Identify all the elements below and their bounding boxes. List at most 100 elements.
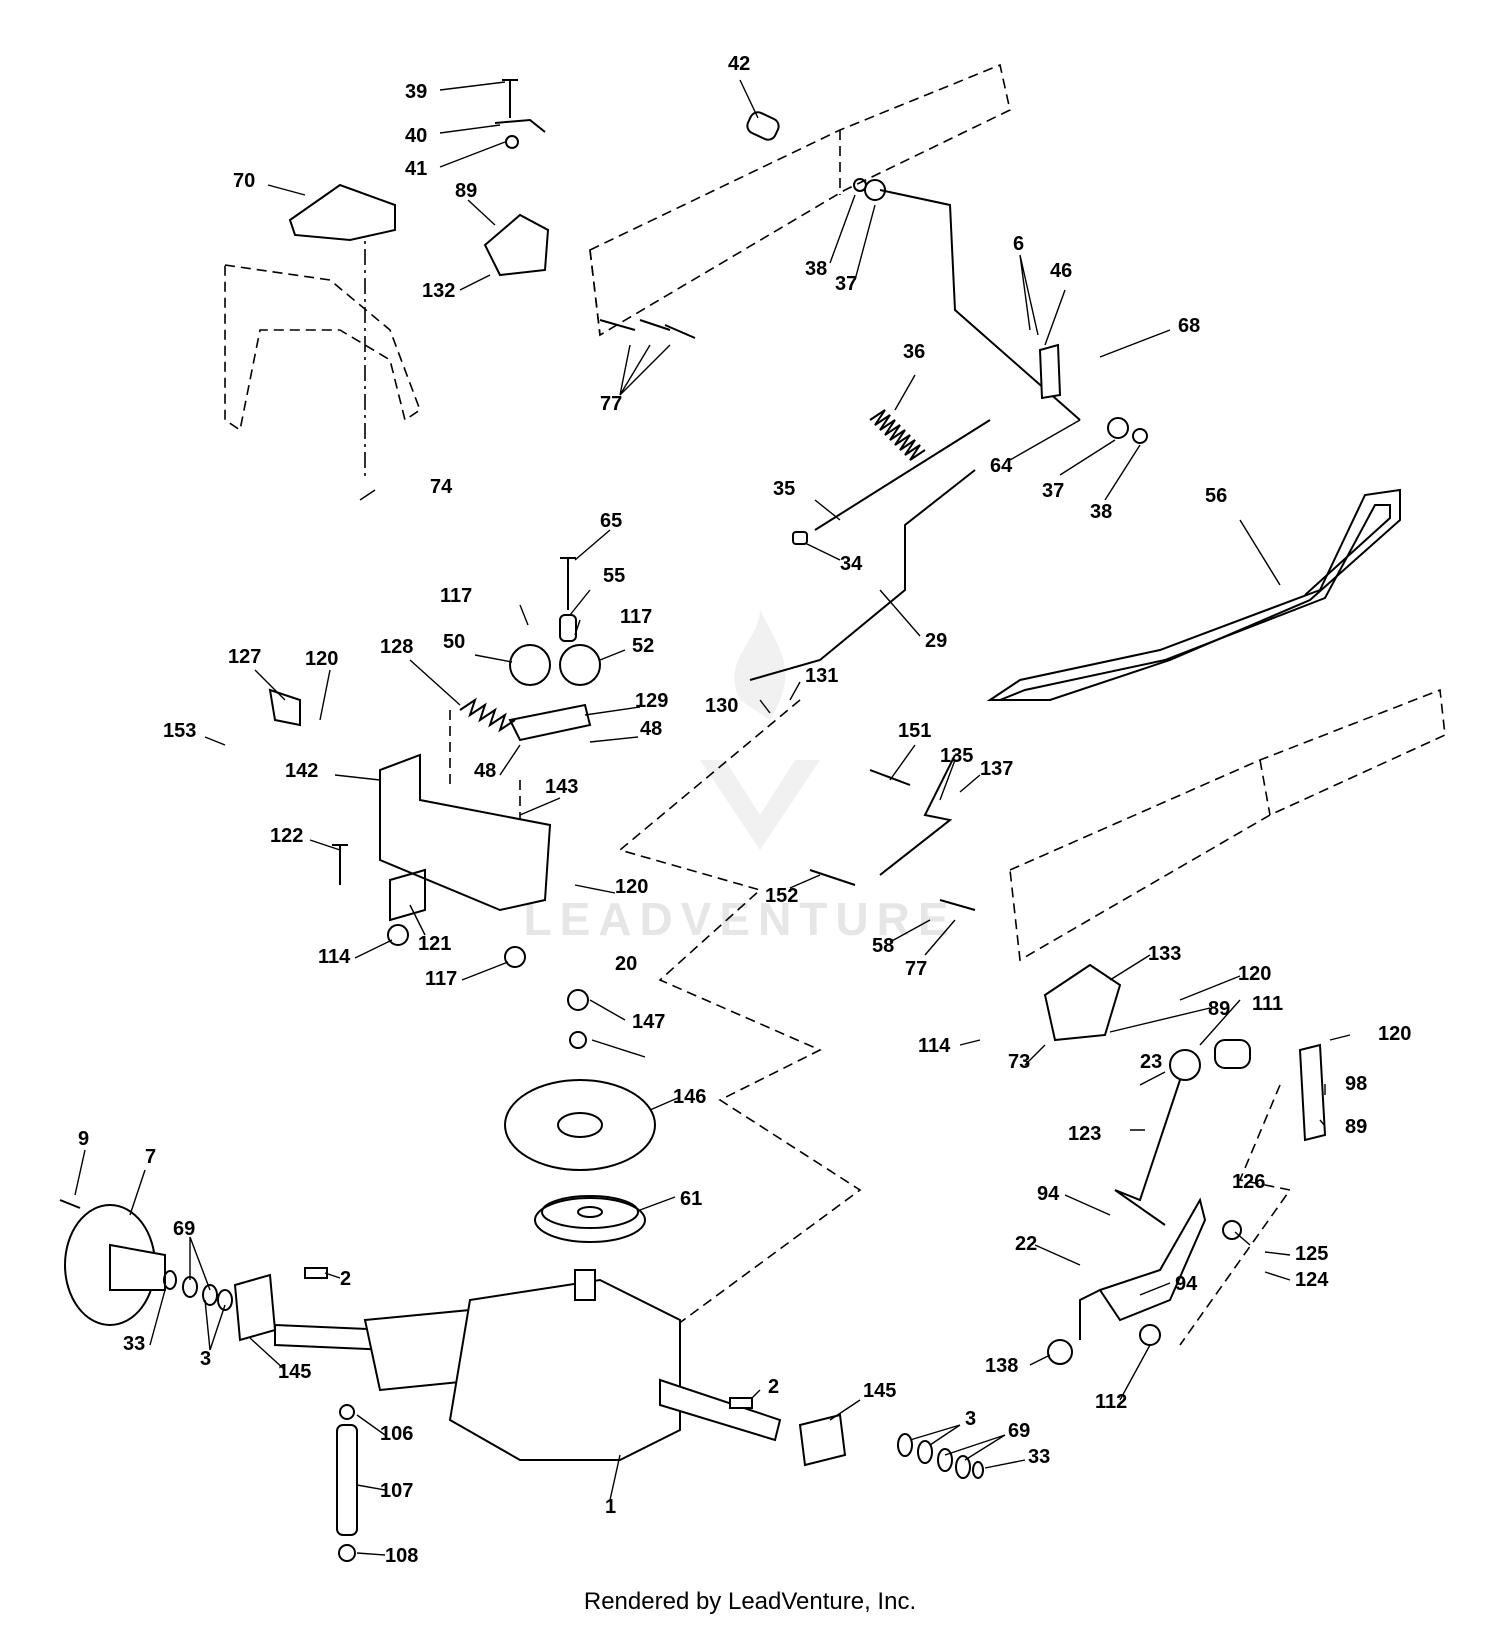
label-35: 35 <box>773 478 795 500</box>
part-34-bushing <box>792 531 808 545</box>
routing-lines <box>364 220 1292 1346</box>
part-138-washer <box>1047 1339 1073 1365</box>
part-106-nut <box>339 1404 355 1420</box>
label-7: 7 <box>145 1146 156 1168</box>
part-56-belt-inner <box>999 504 1391 701</box>
part-135-link <box>879 754 956 876</box>
label-123: 123 <box>1068 1123 1101 1145</box>
part-133-plate <box>1043 963 1122 1042</box>
part-38-washer <box>853 178 867 192</box>
part-29-rod <box>749 469 976 681</box>
label-114b: 114 <box>918 1035 951 1057</box>
part-55-spacer <box>559 614 577 642</box>
part-145-spacer-left <box>233 1273 277 1342</box>
label-6: 6 <box>1013 233 1024 255</box>
label-121: 121 <box>418 933 451 955</box>
part-151-bolt <box>869 769 911 786</box>
label-37: 37 <box>835 273 857 295</box>
part-37-washer-b <box>1107 417 1129 439</box>
label-22: 22 <box>1015 1233 1037 1255</box>
washers-left <box>163 1270 233 1311</box>
part-50-pulley <box>509 644 551 686</box>
part-132-bracket <box>483 213 550 277</box>
leader-lines <box>74 79 1351 1556</box>
part-111-bushing <box>1214 1039 1251 1069</box>
label-56: 56 <box>1205 485 1227 507</box>
label-143: 143 <box>545 776 578 798</box>
part-52-pulley <box>559 644 601 686</box>
label-120c: 120 <box>1238 963 1271 985</box>
label-69b: 69 <box>1008 1420 1030 1442</box>
frame-rail-upper <box>224 63 1011 432</box>
part-152-bolt <box>809 869 856 886</box>
part-70-cover <box>288 183 396 242</box>
label-3b: 3 <box>965 1408 976 1430</box>
part-64-shaft <box>879 189 1081 421</box>
label-117c: 117 <box>425 968 457 990</box>
label-125: 125 <box>1295 1243 1328 1265</box>
label-46: 46 <box>1050 260 1072 282</box>
label-77b: 77 <box>905 958 927 980</box>
part-145-spacer-right <box>798 1413 847 1467</box>
label-40: 40 <box>405 125 427 147</box>
label-145a: 145 <box>278 1361 311 1383</box>
callout-labels: 39 40 41 42 70 89 132 77 38 37 6 46 68 3… <box>78 53 1411 1567</box>
label-111: 111 <box>1252 993 1283 1015</box>
part-22-lever <box>1098 1197 1207 1322</box>
label-23: 23 <box>1140 1051 1162 1073</box>
label-146: 146 <box>673 1086 706 1108</box>
label-29: 29 <box>925 630 947 652</box>
part-142-bracket <box>379 753 552 912</box>
label-137: 137 <box>980 758 1013 780</box>
label-64: 64 <box>990 455 1013 477</box>
label-65: 65 <box>600 510 622 532</box>
part-129-plate <box>508 703 592 742</box>
label-61: 61 <box>680 1188 702 1210</box>
label-133: 133 <box>1148 943 1181 965</box>
part-58-bolt <box>939 899 976 911</box>
watermark-text: LEADVENTURE <box>523 893 956 945</box>
part-147-washer <box>569 1031 587 1049</box>
part-127-pin <box>268 688 301 727</box>
label-117b: 117 <box>620 606 652 628</box>
label-69a: 69 <box>173 1218 195 1240</box>
label-129: 129 <box>635 690 668 712</box>
label-120d: 120 <box>1378 1023 1411 1045</box>
part-112-washer <box>1139 1324 1161 1346</box>
part-107-rod <box>336 1424 358 1536</box>
label-128: 128 <box>380 636 413 658</box>
label-38b: 38 <box>1090 501 1112 523</box>
part-65-bolt <box>560 557 576 610</box>
label-108: 108 <box>385 1545 418 1567</box>
watermark-logo <box>700 610 820 850</box>
label-94b: 94 <box>1175 1273 1198 1295</box>
label-42: 42 <box>728 53 750 75</box>
part-46-bracket <box>1038 343 1062 400</box>
frame-rail-lower <box>1009 688 1446 962</box>
label-124: 124 <box>1295 1269 1329 1291</box>
label-70: 70 <box>233 170 255 192</box>
label-55: 55 <box>603 565 625 587</box>
label-41: 41 <box>405 158 427 180</box>
label-120a: 120 <box>305 648 338 670</box>
label-151: 151 <box>898 720 931 742</box>
label-9: 9 <box>78 1128 89 1150</box>
label-50: 50 <box>443 631 465 653</box>
label-122: 122 <box>270 825 303 847</box>
part-77-bolts <box>599 319 696 339</box>
part-42-bushing <box>746 111 780 141</box>
part-9-bolt <box>59 1199 81 1209</box>
part-1-transaxle <box>274 1269 782 1461</box>
part-98-bracket <box>1298 1043 1327 1142</box>
part-36-spring <box>869 409 926 461</box>
label-131: 131 <box>805 665 838 687</box>
label-138: 138 <box>985 1355 1018 1377</box>
part-22-arm <box>1079 1289 1101 1340</box>
label-39: 39 <box>405 81 427 103</box>
label-36: 36 <box>903 341 925 363</box>
label-89c: 89 <box>1345 1116 1367 1138</box>
label-112: 112 <box>1095 1391 1127 1413</box>
label-89: 89 <box>455 180 477 202</box>
part-56-belt <box>986 488 1401 701</box>
